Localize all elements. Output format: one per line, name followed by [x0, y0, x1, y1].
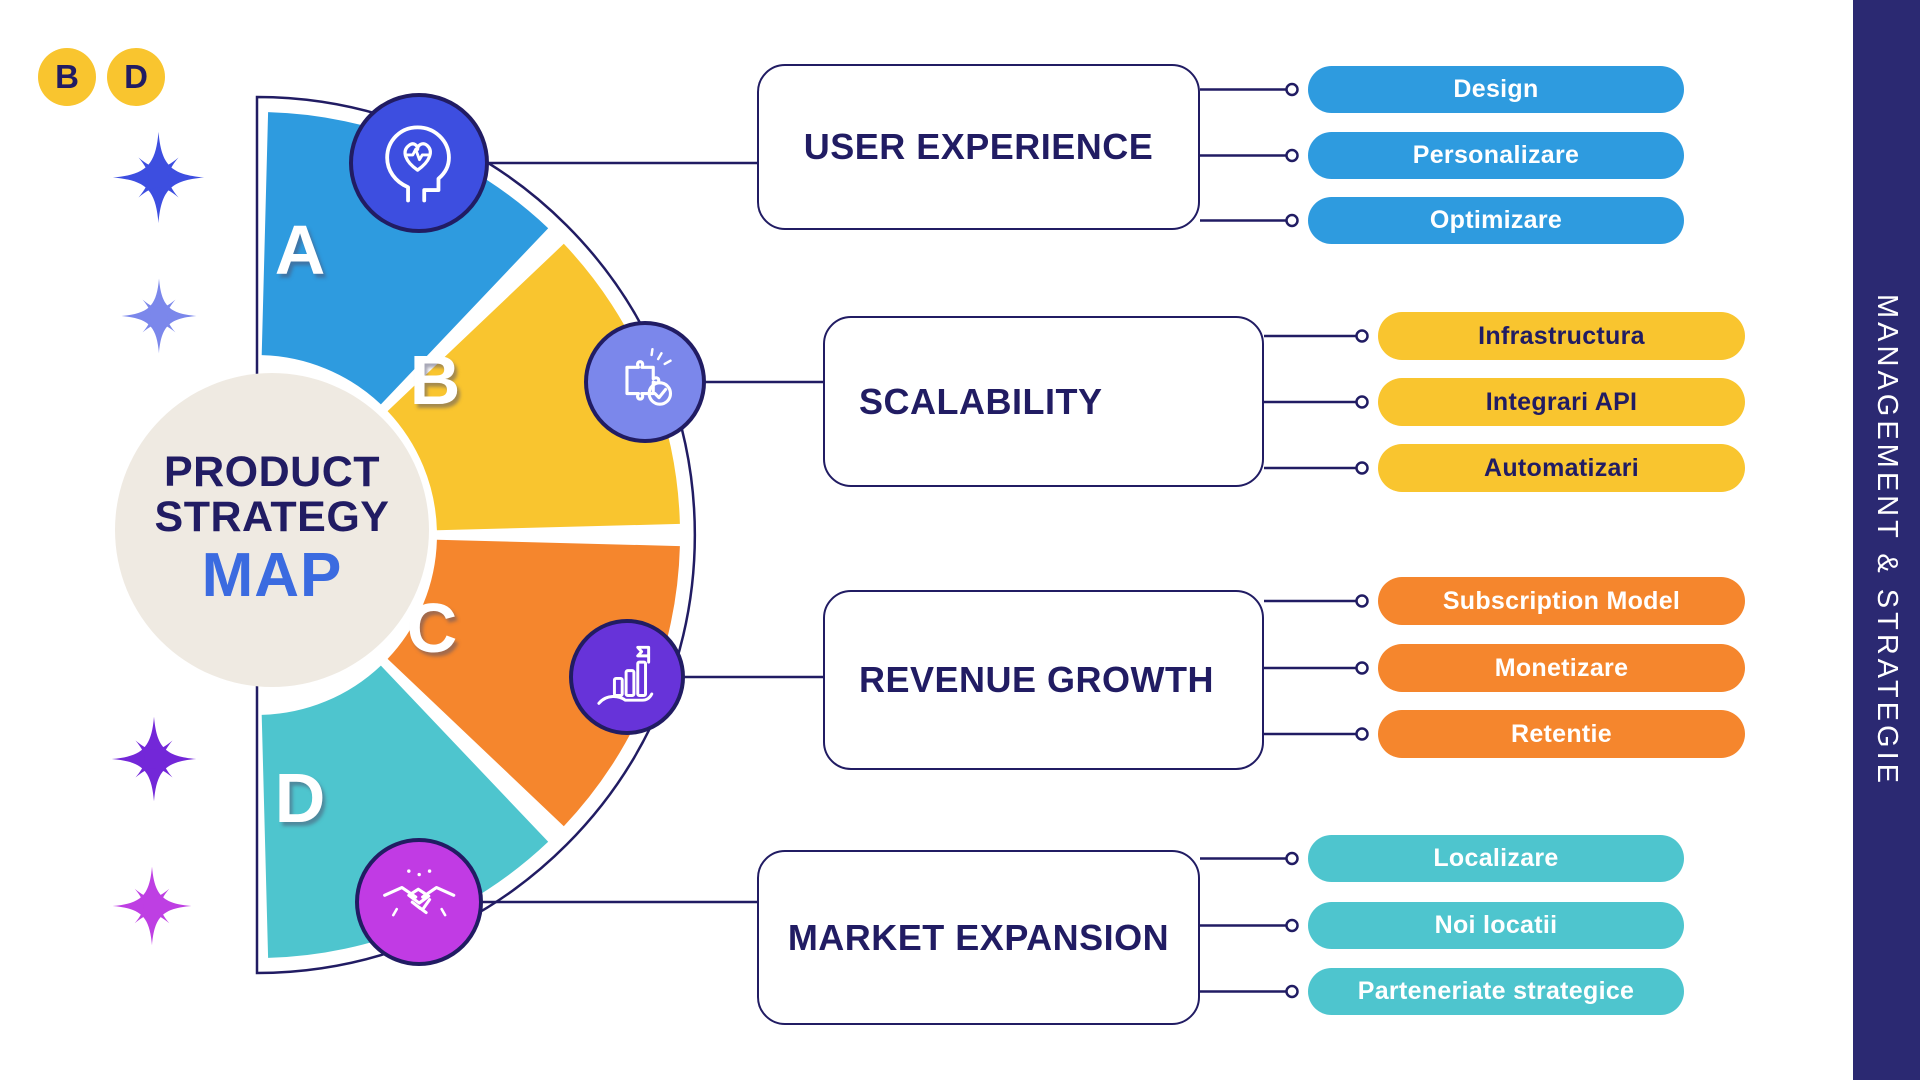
pill-monetizare: Monetizare	[1378, 644, 1745, 692]
wedge-label-b: B	[409, 341, 461, 419]
sidebar-band: MANAGEMENT & STRATEGIE	[1853, 0, 1920, 1080]
handshake-icon	[355, 838, 483, 966]
pill-subscription-model: Subscription Model	[1378, 577, 1745, 625]
puzzle-gear-icon	[584, 321, 706, 443]
center-hub: PRODUCT STRATEGY MAP	[115, 373, 429, 687]
center-title-line3: MAP	[201, 540, 343, 610]
brand-circle-d: D	[107, 48, 165, 106]
pill-localizare: Localizare	[1308, 835, 1684, 882]
section-title: REVENUE GROWTH	[859, 659, 1215, 700]
wedge-b	[387, 243, 680, 531]
brand-circle-b: B	[38, 48, 96, 106]
sidebar-label: MANAGEMENT & STRATEGIE	[1871, 293, 1903, 787]
sparkle-icon	[121, 278, 197, 354]
pill-retentie: Retentie	[1378, 710, 1745, 758]
wedge-label-a: A	[274, 211, 326, 289]
connector-dots	[1285, 82, 1369, 999]
section-title: MARKET EXPANSION	[787, 916, 1170, 958]
pill-design: Design	[1308, 66, 1684, 113]
section-box-market-expansion: MARKET EXPANSION	[757, 850, 1200, 1025]
growth-chart-hand-icon	[569, 619, 685, 735]
wedge-label-c: C	[406, 589, 458, 667]
brand-letter-d: D	[124, 58, 148, 95]
section-title: USER EXPERIENCE	[803, 126, 1154, 167]
pill-integrari-api: Integrari API	[1378, 378, 1745, 426]
pill-automatizari: Automatizari	[1378, 444, 1745, 492]
section-box-revenue-growth: REVENUE GROWTH	[823, 590, 1264, 770]
pill-noi-locatii: Noi locatii	[1308, 902, 1684, 949]
pill-personalizare: Personalizare	[1308, 132, 1684, 179]
section-title: SCALABILITY	[859, 380, 1103, 422]
sparkle-icon	[111, 716, 197, 802]
connector-lines	[419, 88, 1357, 993]
sparkle-icon	[112, 131, 205, 224]
center-title-line1: PRODUCT	[163, 447, 381, 496]
brand-letter-b: B	[55, 58, 79, 95]
wedge-label-d: D	[274, 759, 326, 837]
section-box-scalability: SCALABILITY	[823, 316, 1264, 487]
pill-infrastructura: Infrastructura	[1378, 312, 1745, 360]
pill-parteneriate-strategice: Parteneriate strategice	[1308, 968, 1684, 1015]
mind-heart-icon	[349, 93, 489, 233]
wedge-c	[387, 539, 680, 827]
sparkle-icon	[112, 866, 192, 946]
section-box-user-experience: USER EXPERIENCE	[757, 64, 1200, 230]
center-title-line2: STRATEGY	[154, 493, 390, 542]
pill-optimizare: Optimizare	[1308, 197, 1684, 244]
